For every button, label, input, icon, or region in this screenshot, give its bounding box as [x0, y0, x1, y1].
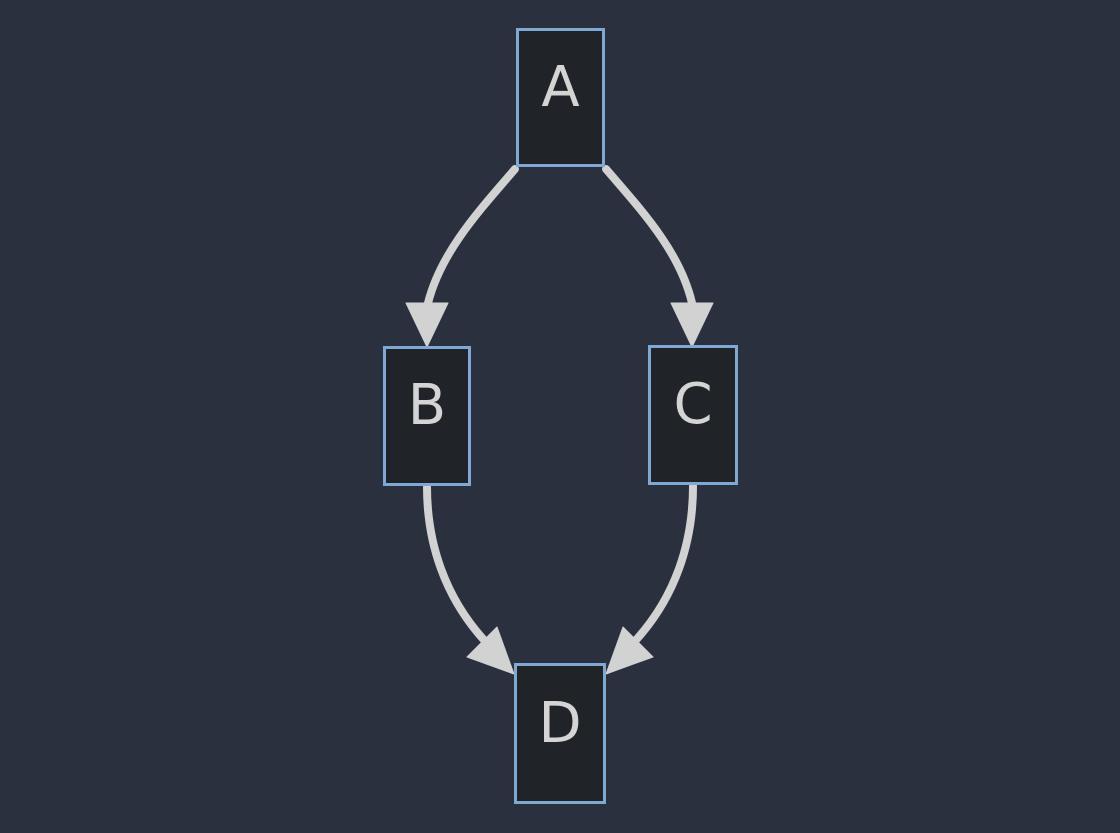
node-d: D [514, 663, 606, 804]
node-b-label: B [407, 373, 447, 438]
arrowhead-a-c [670, 302, 714, 348]
node-c-label: C [673, 372, 713, 437]
arrowhead-b-d [466, 626, 515, 675]
node-a-label: A [541, 54, 580, 120]
node-c: C [648, 345, 738, 485]
edge-a-b [424, 165, 519, 307]
node-d-label: D [538, 690, 582, 756]
edge-b-d [423, 483, 488, 644]
arrowhead-c-d [605, 626, 654, 675]
node-a: A [516, 28, 605, 167]
edge-a-c [602, 165, 696, 307]
edge-c-d [632, 482, 697, 644]
arrowhead-a-b [405, 302, 449, 348]
node-b: B [383, 346, 471, 486]
